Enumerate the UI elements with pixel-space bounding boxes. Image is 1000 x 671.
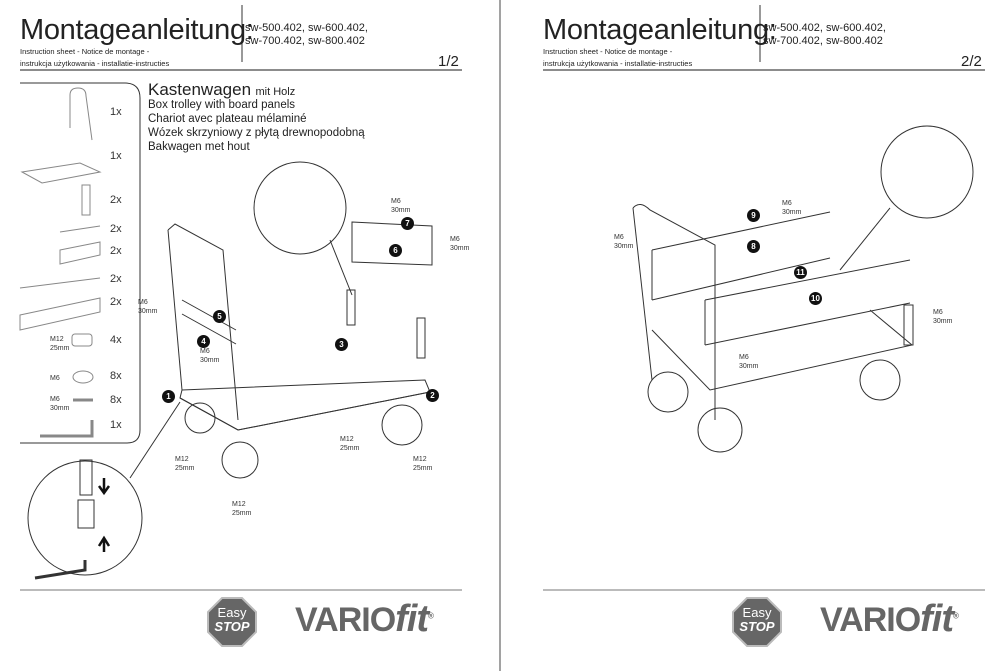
detail-magnifier-circle bbox=[27, 460, 143, 576]
step-callout: 6 bbox=[389, 244, 402, 257]
detail-magnifier-circle bbox=[880, 125, 974, 219]
page-number: 1/2 bbox=[438, 53, 459, 70]
part-qty: 8x bbox=[110, 370, 122, 382]
product-name-suffix: mit Holz bbox=[255, 86, 296, 98]
product-name-fr: Chariot avec plateau mélaminé bbox=[148, 113, 307, 125]
step-callout: 9 bbox=[747, 209, 760, 222]
step-callout: 5 bbox=[213, 310, 226, 323]
page-number: 2/2 bbox=[961, 53, 982, 70]
part-qty: 2x bbox=[110, 245, 122, 257]
product-name-pl: Wózek skrzyniowy z płytą drewnopodobną bbox=[148, 127, 365, 139]
model-numbers: sw-700.402, sw-800.402 bbox=[763, 35, 883, 47]
part-qty: 2x bbox=[110, 296, 122, 308]
step-callout: 11 bbox=[794, 266, 807, 279]
variofit-logo: VARIOfit® bbox=[295, 598, 434, 640]
part-qty: 1x bbox=[110, 419, 122, 431]
step-callout: 4 bbox=[197, 335, 210, 348]
easy-stop-badge bbox=[732, 597, 782, 647]
part-qty: 2x bbox=[110, 223, 122, 235]
product-name: Kastenwagen mit Holz bbox=[148, 80, 295, 100]
model-numbers: sw-500.402, sw-600.402, bbox=[245, 22, 368, 34]
easy-stop-badge bbox=[207, 597, 257, 647]
subtitle: Instruction sheet - Notice de montage - bbox=[20, 47, 150, 56]
subtitle: instrukcja użytkowania - installatie-ins… bbox=[543, 59, 693, 68]
part-qty: 2x bbox=[110, 273, 122, 285]
step-callout: 10 bbox=[809, 292, 822, 305]
step-callout: 1 bbox=[162, 390, 175, 403]
model-numbers: sw-500.402, sw-600.402, bbox=[763, 22, 886, 34]
part-label: M6 bbox=[50, 375, 60, 382]
step-callout: 7 bbox=[401, 217, 414, 230]
part-qty: 8x bbox=[110, 394, 122, 406]
part-qty: 2x bbox=[110, 194, 122, 206]
part-qty: 1x bbox=[110, 106, 122, 118]
model-numbers: sw-700.402, sw-800.402 bbox=[245, 35, 365, 47]
step-callout: 3 bbox=[335, 338, 348, 351]
subtitle: instrukcja użytkowania - installatie-ins… bbox=[20, 59, 170, 68]
product-name-main: Kastenwagen bbox=[148, 80, 252, 99]
product-name-nl: Bakwagen met hout bbox=[148, 141, 250, 153]
subtitle: Instruction sheet - Notice de montage - bbox=[543, 47, 673, 56]
page-title: Montageanleitung: bbox=[20, 14, 254, 46]
page-title: Montageanleitung: bbox=[543, 14, 777, 46]
detail-magnifier-circle bbox=[253, 161, 347, 255]
step-callout: 8 bbox=[747, 240, 760, 253]
parts-box bbox=[20, 82, 141, 444]
step-callout: 2 bbox=[426, 389, 439, 402]
part-qty: 4x bbox=[110, 334, 122, 346]
product-name-en: Box trolley with board panels bbox=[148, 99, 296, 111]
part-qty: 1x bbox=[110, 150, 122, 162]
variofit-logo: VARIOfit® bbox=[820, 598, 959, 640]
